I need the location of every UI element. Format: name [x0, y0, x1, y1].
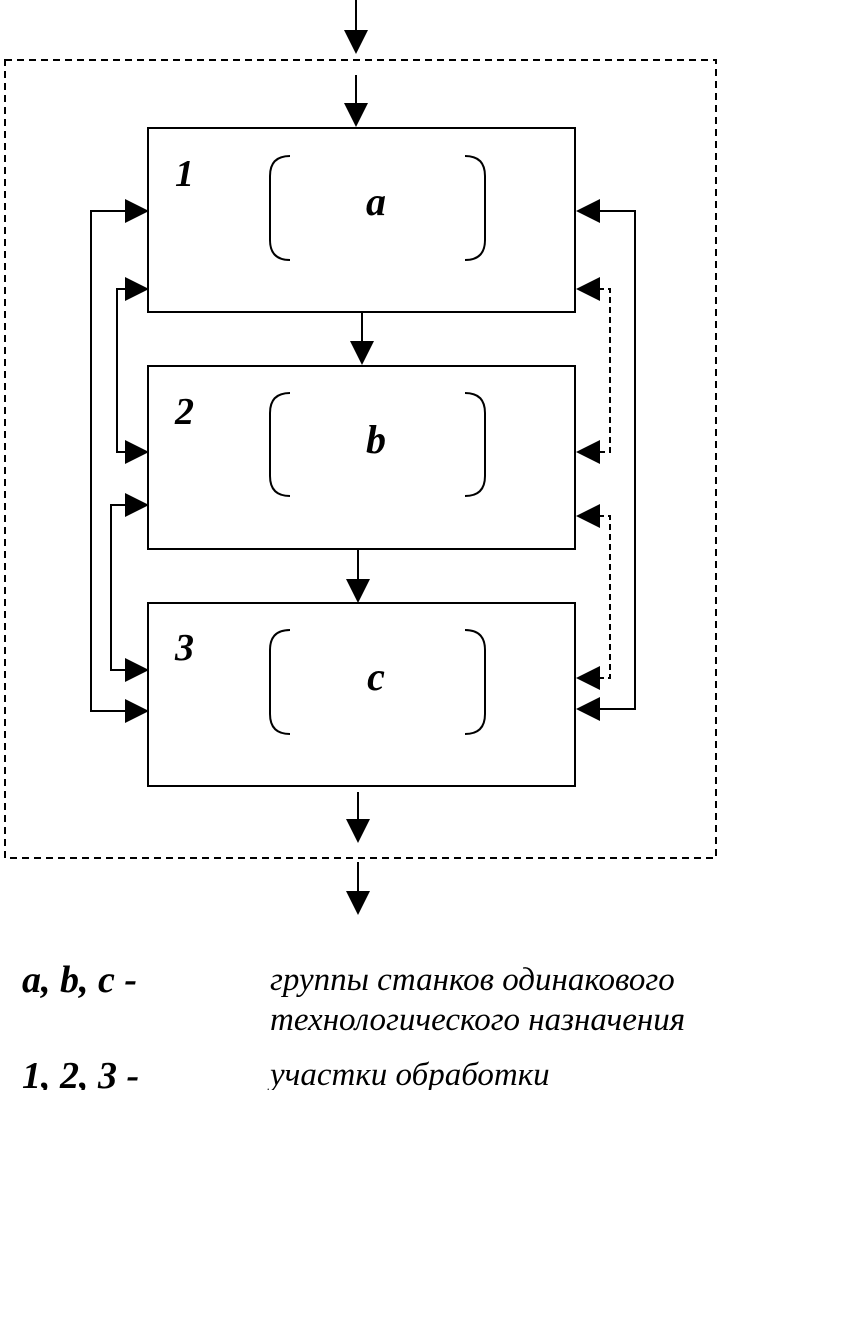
flow-arrow-2-3 — [346, 549, 370, 603]
block-1-left-bracket — [269, 155, 291, 261]
left-loop-2-3 — [110, 493, 149, 682]
block-3: 3 c — [147, 602, 576, 787]
block-1-number: 1 — [175, 153, 194, 195]
legend-key-sections: 1, 2, 3 - — [22, 1055, 140, 1090]
block-2-number: 2 — [174, 391, 194, 433]
left-loop-1-3 — [90, 199, 149, 723]
block-1: 1 a — [147, 127, 576, 313]
block-2: 2 b — [147, 365, 576, 550]
right-loop-1-3 — [576, 199, 636, 721]
legend-desc-sections: участки обработки — [270, 1057, 550, 1090]
legend-desc-groups-line1: группы станков одинакового — [270, 962, 675, 998]
block-2-right-bracket — [464, 392, 486, 497]
legend-key-groups: a, b, c - — [22, 959, 138, 1001]
block-1-group: a — [366, 179, 386, 224]
legend: a, b, c - группы станков одинакового тех… — [0, 955, 859, 1090]
block-2-left-bracket — [269, 392, 291, 497]
block-3-right-bracket — [464, 629, 486, 735]
left-loop-1-2 — [116, 277, 149, 464]
legend-desc-groups-line2: технологического назначения — [270, 1002, 686, 1038]
block-1-right-bracket — [464, 155, 486, 261]
right-loop-1-2-dashed — [576, 277, 611, 464]
output-arrow — [346, 792, 370, 915]
block-3-group: c — [367, 654, 385, 699]
right-loop-2-3-dashed — [576, 504, 611, 690]
block-2-group: b — [366, 417, 386, 462]
process-diagram: 1 a 2 b 3 c — [4, 0, 717, 915]
block-3-number: 3 — [174, 627, 194, 669]
block-1-box — [147, 127, 576, 313]
input-arrow — [344, 0, 368, 127]
block-3-box — [147, 602, 576, 787]
block-3-left-bracket — [269, 629, 291, 735]
block-2-box — [147, 365, 576, 550]
flow-arrow-1-2 — [350, 312, 374, 365]
system-boundary — [4, 59, 717, 859]
